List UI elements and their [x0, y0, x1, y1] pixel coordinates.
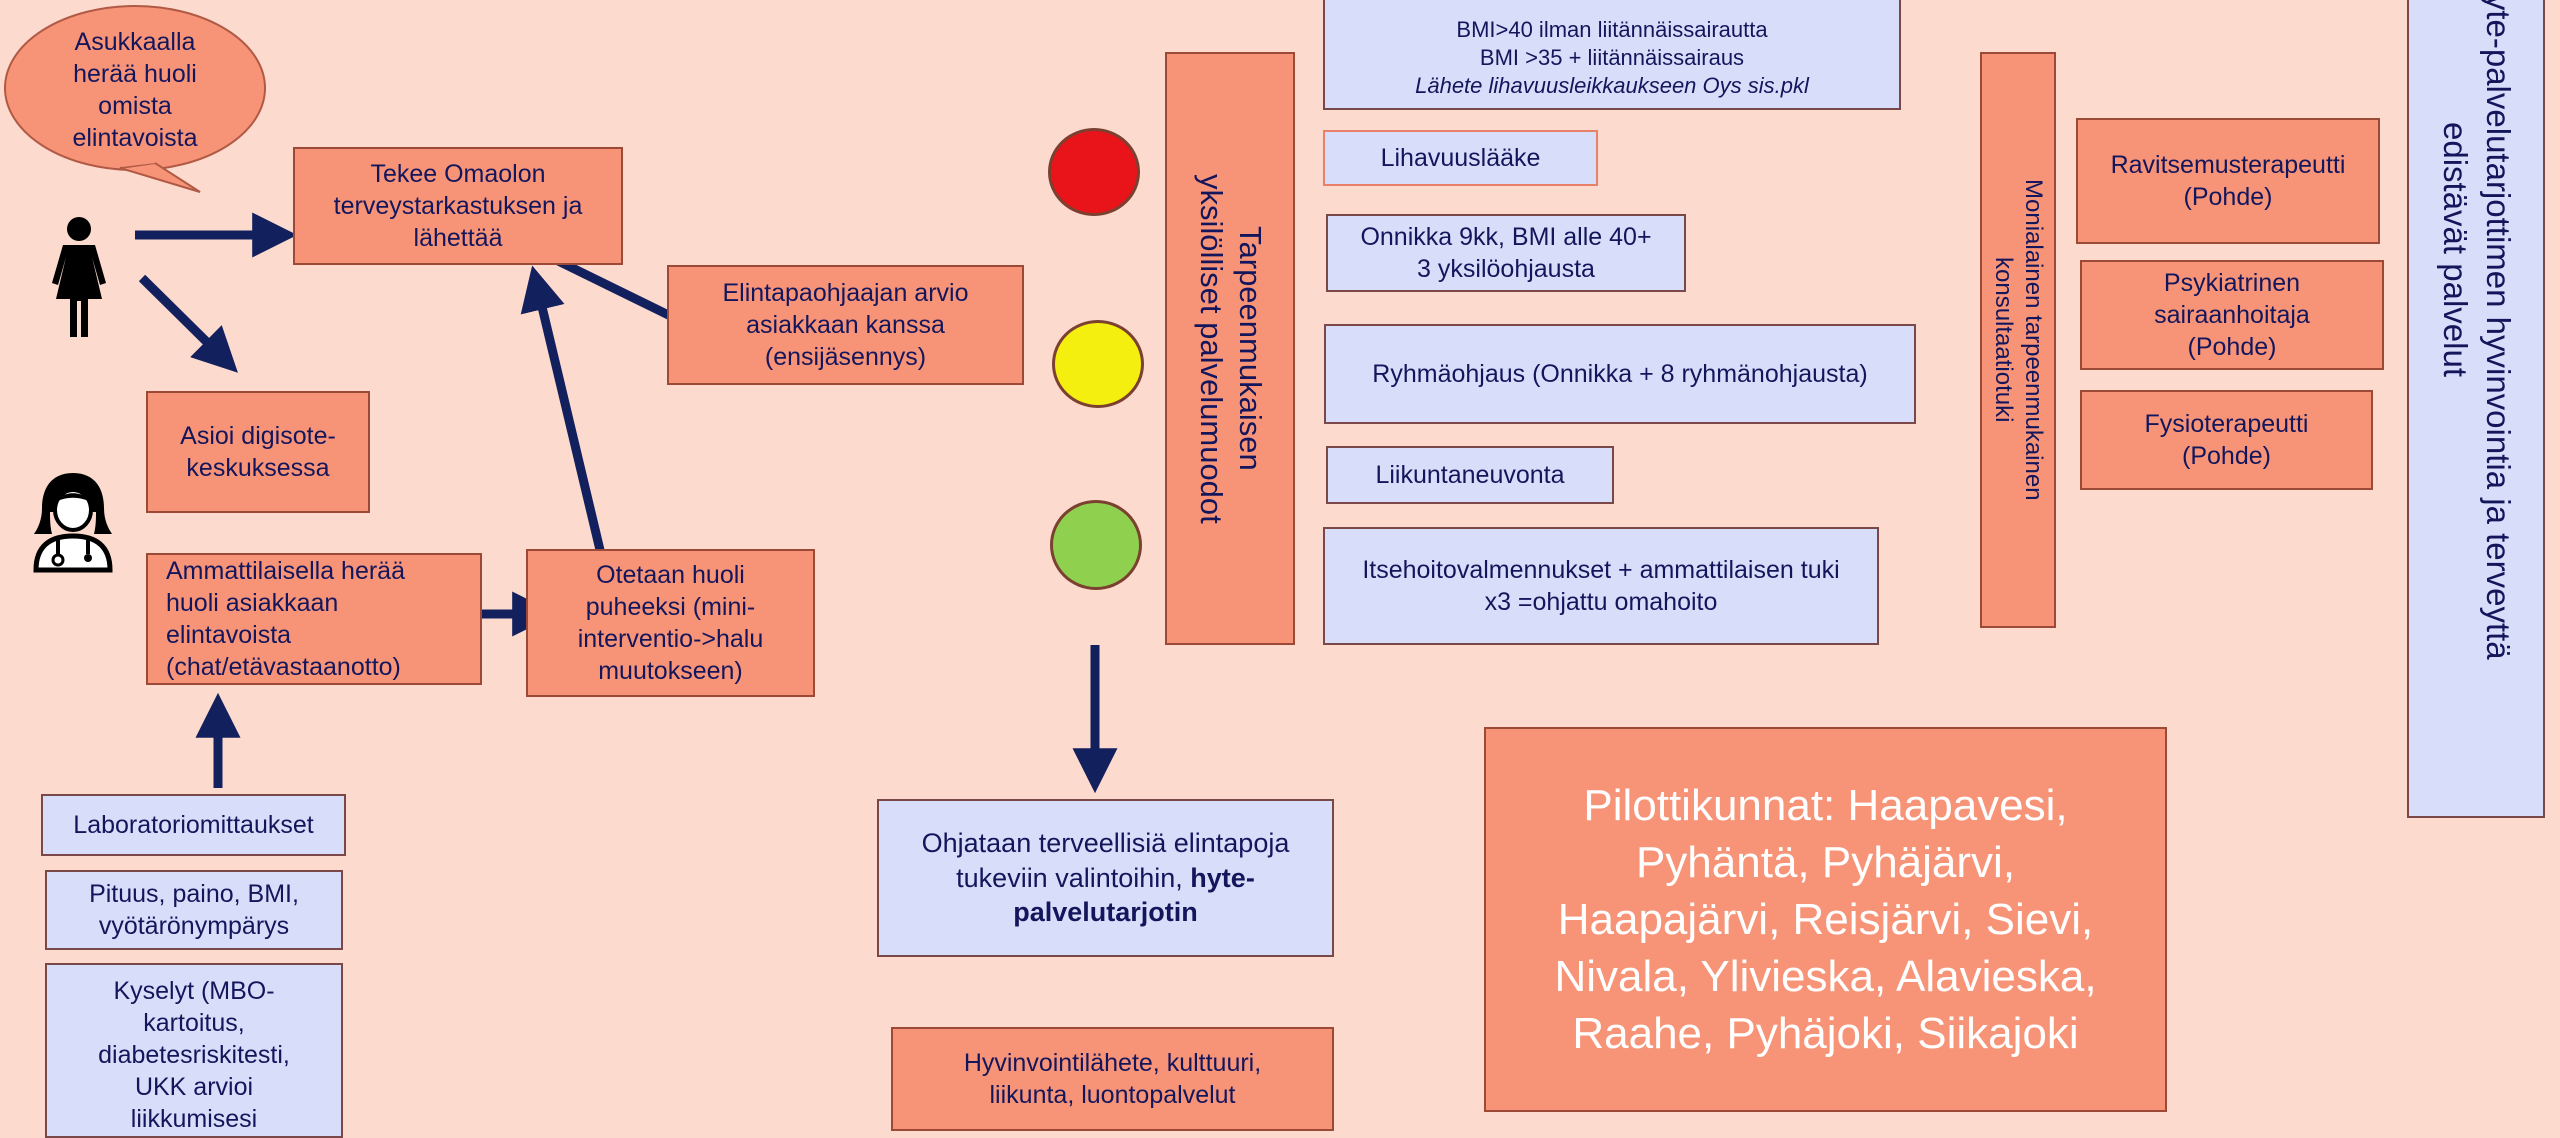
elintapa-arvio-box: Elintapaohjaajan arvio asiakkaan kanssa …	[667, 265, 1024, 385]
speech-bubble-text: Asukkaalla herää huoli omista elintavois…	[72, 27, 198, 152]
omaolon-box: Tekee Omaolon terveystarkastuksen ja läh…	[293, 147, 623, 265]
hyvinvointi-box: Hyvinvointilähete, kulttuuri, liikunta, …	[891, 1027, 1334, 1131]
ammattilainen-box: Ammattilaisella herää huoli asiakkaan el…	[146, 553, 482, 685]
green-light	[1050, 500, 1142, 590]
speech-bubble-shape	[4, 5, 266, 193]
arrow-person-to-digisote	[138, 274, 238, 373]
pilottikunnat-box: Pilottikunnat: Haapavesi, Pyhäntä, Pyhäj…	[1484, 727, 2167, 1112]
lihavuuslaake-box: Lihavuuslääke	[1323, 130, 1598, 186]
psykiatrinen-box: Psykiatrinen sairaanhoitaja (Pohde)	[2080, 260, 2384, 370]
liikuntaneuvonta-box: Liikuntaneuvonta	[1326, 446, 1614, 504]
ohjataan-box: Ohjataan terveellisiä elintapoja tukevii…	[877, 799, 1334, 957]
yellow-light	[1052, 320, 1144, 408]
ravitsemus-box: Ravitsemusterapeutti (Pohde)	[2076, 118, 2380, 244]
fysioterapeutti-box: Fysioterapeutti (Pohde)	[2080, 390, 2373, 490]
doctor-icon	[33, 473, 113, 573]
tarpeenmukaisen-box: Tarpeenmukaisen yksilölliset palvelumuod…	[1165, 52, 1295, 645]
ohjataan-text: Ohjataan terveellisiä elintapoja tukevii…	[921, 828, 1290, 893]
hyte-palvelutarjotin-text: hyte- palvelutarjotin	[1013, 862, 1255, 928]
digisote-box: Asioi digisote- keskuksessa	[146, 391, 370, 513]
arrow-otetaan-to-omaolon	[520, 265, 605, 552]
monialainen-title: Monialainen tarpeenmukainen	[2020, 179, 2047, 501]
bmi-box: BMI>40 ilman liitännäissairautta BMI >35…	[1323, 0, 1901, 110]
bmi-line-2: BMI >35 + liitännäissairaus	[1479, 44, 1745, 70]
itsehoito-box: Itsehoitovalmennukset + ammattilaisen tu…	[1323, 527, 1879, 645]
otetaan-box: Otetaan huoli puheeksi (mini- interventi…	[526, 549, 815, 697]
pituus-box: Pituus, paino, BMI, vyötärönympärys	[45, 870, 343, 950]
onnikka-box: Onnikka 9kk, BMI alle 40+ 3 yksilöohjaus…	[1326, 214, 1686, 292]
monialainen-box: Monialainen tarpeenmukainen konsultaatio…	[1980, 52, 2056, 628]
tarpeenmukaisen-subtitle: yksilölliset palvelumuodot	[1194, 173, 1229, 524]
monialainen-subtitle: konsultaatiotuki	[1990, 257, 2017, 423]
kyselyt-box: Kyselyt (MBO- kartoitus, diabetesriskite…	[45, 963, 343, 1138]
hyte-title: Hyte-palvelutarjottimen hyvinvointia ja …	[2479, 0, 2517, 660]
person-icon	[52, 217, 106, 337]
bmi-line-3: Lähete lihavuusleikkaukseen Oys sis.pkl	[1415, 73, 1809, 99]
hyte-services-box: Hyte-palvelutarjottimen hyvinvointia ja …	[2407, 0, 2545, 818]
ryhmaohjaus-box: Ryhmäohjaus (Onnikka + 8 ryhmänohjausta)	[1324, 324, 1916, 424]
tarpeenmukaisen-title: Tarpeenmukaisen	[1232, 226, 1268, 471]
bmi-line-1: BMI>40 ilman liitännäissairautta	[1456, 16, 1768, 42]
lab-box: Laboratoriomittaukset	[41, 794, 346, 856]
hyte-subtitle: edistävät palvelut	[2437, 122, 2474, 377]
red-light	[1048, 128, 1140, 216]
